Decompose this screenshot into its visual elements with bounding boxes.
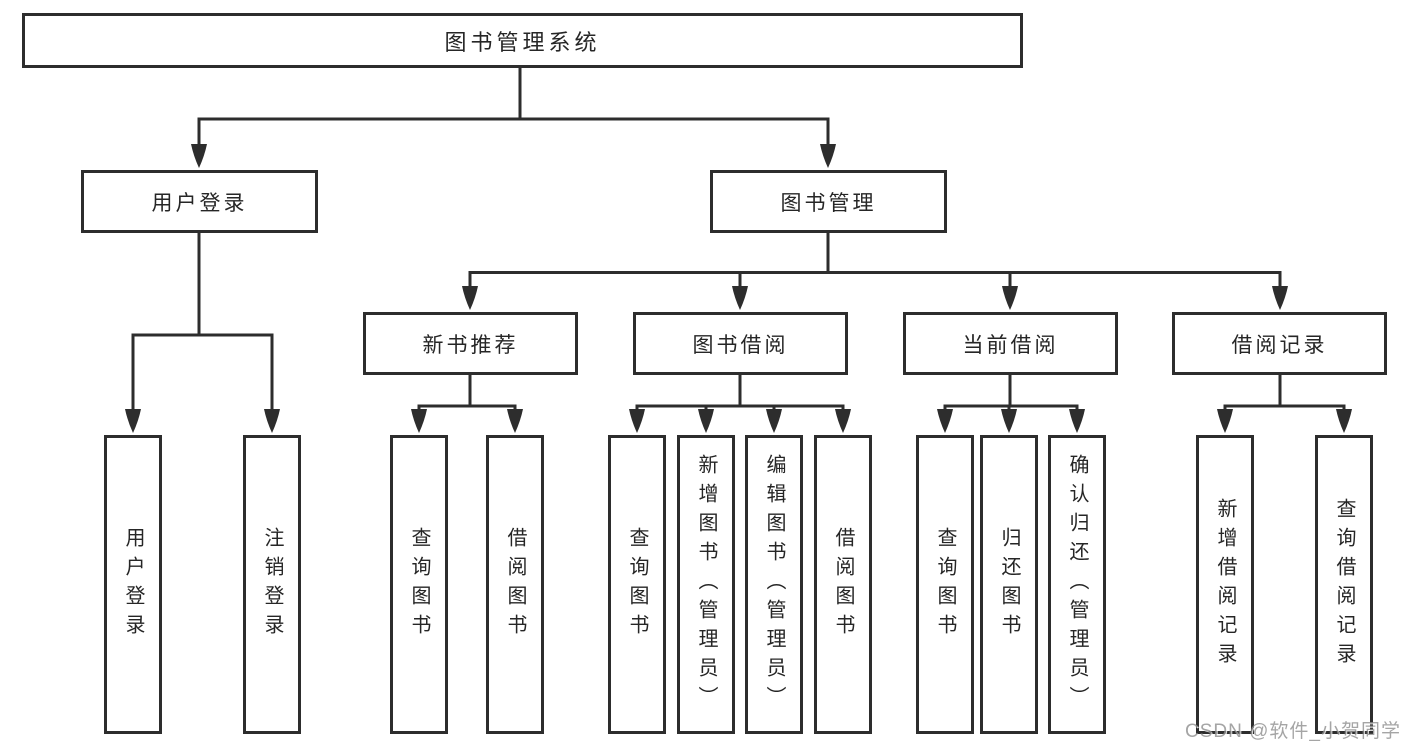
leaf-borrow-books-borrowing: 借阅图书 — [814, 435, 872, 734]
node-current-borrowing: 当前借阅 — [903, 312, 1118, 375]
node-borrowing-records: 借阅记录 — [1172, 312, 1387, 375]
leaf-query-borrow-record: 查询借阅记录 — [1315, 435, 1373, 734]
leaf-return-books: 归还图书 — [980, 435, 1038, 734]
node-label: 归还图书 — [998, 526, 1020, 643]
node-label: 新书推荐 — [422, 333, 519, 357]
node-label: 查询图书 — [408, 526, 430, 643]
node-label: 图书借阅 — [692, 333, 789, 357]
leaf-add-borrow-record: 新增借阅记录 — [1196, 435, 1254, 734]
node-label: 借阅记录 — [1231, 333, 1328, 357]
node-label: 新增借阅记录 — [1214, 497, 1236, 672]
leaf-confirm-return-admin: 确认归还（管理员） — [1048, 435, 1106, 734]
node-label: 编辑图书（管理员） — [763, 454, 785, 715]
arrowhead-icons — [125, 144, 1352, 433]
node-label: 当前借阅 — [962, 333, 1059, 357]
node-label: 图书管理 — [780, 191, 877, 215]
leaf-query-books-current: 查询图书 — [916, 435, 974, 734]
node-label: 查询图书 — [934, 526, 956, 643]
leaf-logout: 注销登录 — [243, 435, 301, 734]
node-label: 借阅图书 — [504, 526, 526, 643]
node-label: 查询借阅记录 — [1333, 497, 1355, 672]
node-label: 确认归还（管理员） — [1066, 454, 1088, 715]
leaf-add-books-admin: 新增图书（管理员） — [677, 435, 735, 734]
node-label: 用户登录 — [122, 526, 144, 643]
node-book-management: 图书管理 — [710, 170, 947, 233]
node-user-login: 用户登录 — [81, 170, 318, 233]
leaf-query-books-recommend: 查询图书 — [390, 435, 448, 734]
node-label: 借阅图书 — [832, 526, 854, 643]
node-library-management-system: 图书管理系统 — [22, 13, 1023, 68]
leaf-edit-books-admin: 编辑图书（管理员） — [745, 435, 803, 734]
node-label: 新增图书（管理员） — [695, 454, 717, 715]
node-label: 用户登录 — [151, 191, 248, 215]
leaf-query-books-borrowing: 查询图书 — [608, 435, 666, 734]
node-label: 图书管理系统 — [444, 29, 601, 55]
leaf-borrow-books-recommend: 借阅图书 — [486, 435, 544, 734]
leaf-user-login: 用户登录 — [104, 435, 162, 734]
node-label: 注销登录 — [261, 526, 283, 643]
node-new-book-recommendation: 新书推荐 — [363, 312, 578, 375]
node-book-borrowing: 图书借阅 — [633, 312, 848, 375]
node-label: 查询图书 — [626, 526, 648, 643]
watermark-csdn: CSDN @软件_小贺同学 — [1185, 721, 1401, 742]
